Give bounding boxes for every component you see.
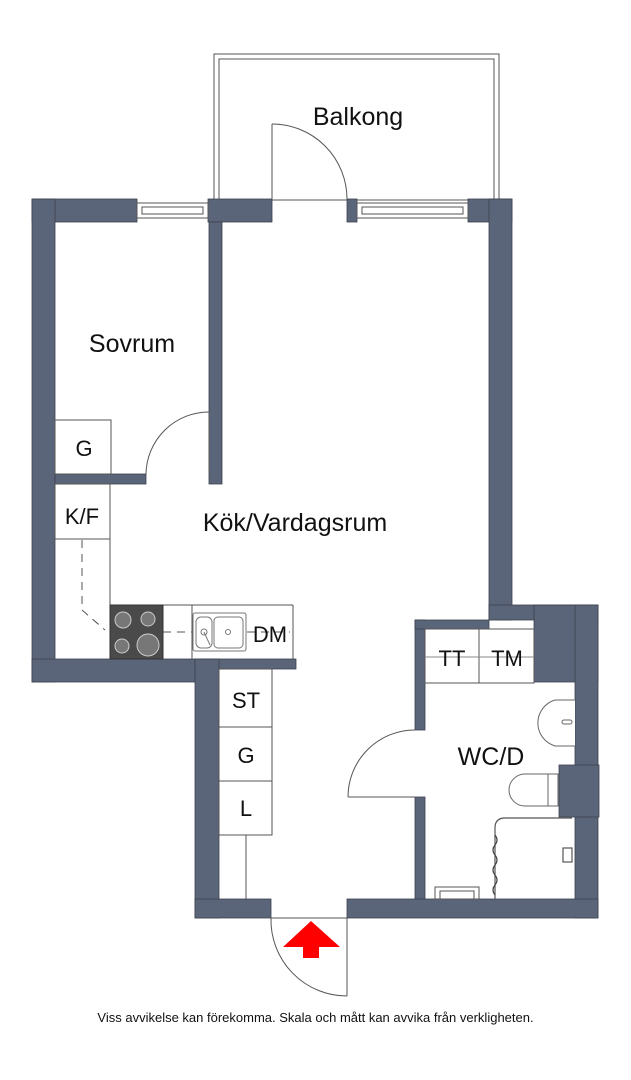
doors <box>145 123 416 997</box>
washing-machine-label: TM <box>491 646 523 671</box>
entrance-arrow-icon <box>283 921 340 958</box>
room-label-balcony: Balkong <box>313 103 403 131</box>
dryer-label: TT <box>439 646 466 671</box>
toilet-icon <box>508 773 559 807</box>
cleaning-closet-label: ST <box>232 688 260 713</box>
stove-icon <box>109 604 164 660</box>
laundry-units <box>424 628 535 684</box>
walls <box>31 198 600 919</box>
fridge-freezer-label: K/F <box>65 504 99 529</box>
hall-wardrobe-label: G <box>237 743 254 768</box>
disclaimer-text: Viss avvikelse kan förekomma. Skala och … <box>97 1010 534 1025</box>
hall-closets <box>218 668 273 899</box>
washbasin-icon <box>537 699 575 747</box>
bedroom-wardrobe: G <box>54 419 112 475</box>
floor-drain-icon <box>434 886 480 900</box>
sink-icon <box>192 612 247 652</box>
dishwasher-label: DM <box>253 622 287 647</box>
linen-closet-label: L <box>240 796 252 821</box>
bedroom-wardrobe-label: G <box>75 436 92 461</box>
shower-icon <box>492 817 573 899</box>
kitchen-counter <box>54 483 294 659</box>
windows <box>136 202 469 219</box>
room-label-bathroom: WC/D <box>458 743 525 771</box>
room-label-kitchen-living: Kök/Vardagsrum <box>203 509 387 537</box>
room-label-bedroom: Sovrum <box>89 330 175 358</box>
